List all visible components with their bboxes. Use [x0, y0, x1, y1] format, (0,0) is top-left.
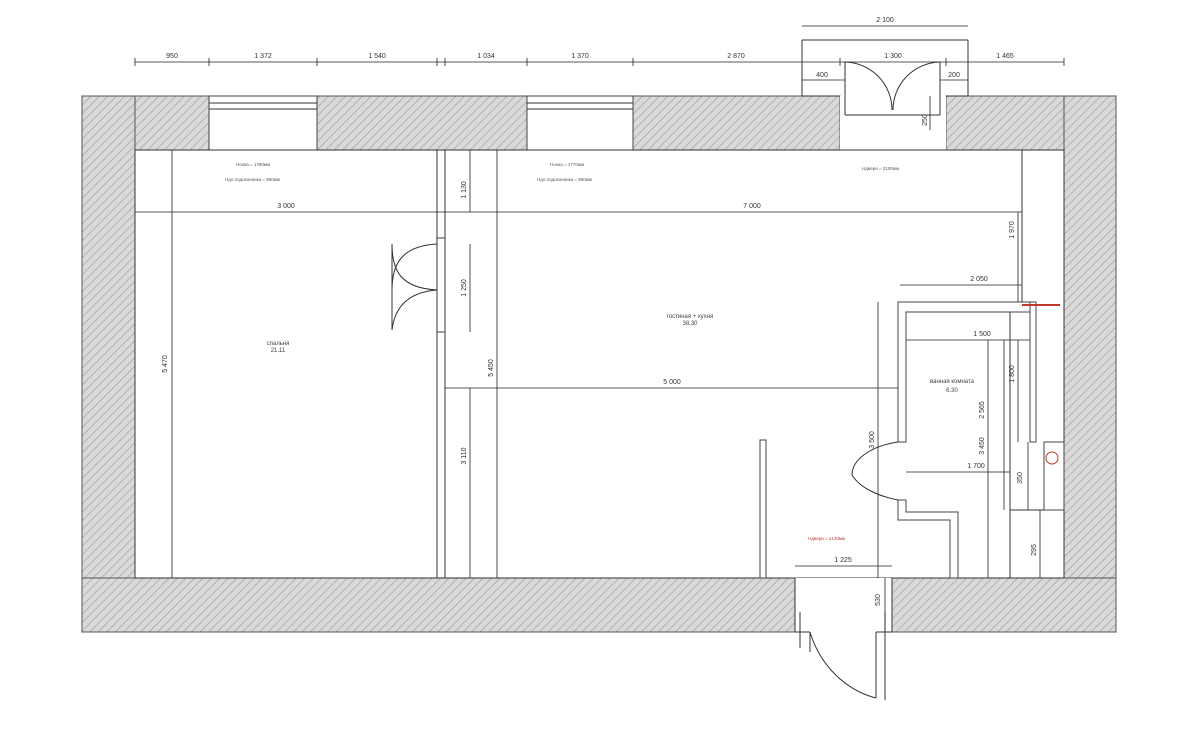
dim-living-height: 5 450	[488, 359, 495, 377]
dim-door-bottom: 250	[922, 114, 929, 126]
interior-dimension-labels: 3 000 7 000 5 000 2 050 1 500 1 700 1 22…	[162, 181, 1038, 606]
room-living-label: гостиная + кухня	[667, 314, 714, 320]
dim-living-width: 7 000	[743, 203, 761, 210]
height-mark-4: Hдвери = 2100мм	[862, 166, 899, 171]
height-marks: Hокна = 1780мм Hдо подоконника = 890мм H…	[225, 162, 899, 541]
dim-door-right: 200	[948, 72, 960, 79]
door-dimension-labels: 2 100 400 200 250	[816, 17, 960, 126]
dim-bath-v1: 1 800	[1009, 365, 1016, 383]
dim-seg-bottom: 3 110	[461, 447, 468, 464]
window-bedroom	[208, 95, 318, 151]
dim-bath-v2: 2 565	[979, 401, 986, 419]
dim-bath-lower: 1 700	[967, 463, 985, 470]
room-bedroom-area: 21.11	[271, 348, 286, 354]
dim-entrance-depth: 530	[875, 594, 882, 606]
interior-doors	[391, 243, 899, 501]
dim-bath-s2: 295	[1031, 544, 1038, 556]
dim-bedroom-width: 3 000	[277, 203, 295, 210]
height-mark-1a: Hокна = 1780мм	[236, 162, 270, 167]
dim-seg-mid: 1 250	[461, 279, 468, 297]
height-mark-2a: Hокна = 1770мм	[550, 162, 584, 167]
top-dimension-labels: 950 1 372 1 540 1 034 1 370 2 870 1 300 …	[166, 53, 1014, 60]
dim-bath-v3: 3 450	[979, 437, 986, 455]
dim-right-top: 1 970	[1009, 221, 1016, 239]
entrance-door	[794, 578, 893, 700]
height-mark-3: Hдвери = 2120мм	[808, 536, 845, 541]
dim-entrance-width: 1 225	[834, 557, 852, 564]
exterior-walls	[81, 95, 1117, 633]
dim-corridor-v: 3 500	[869, 431, 876, 449]
dim-door-overall: 2 100	[876, 17, 894, 24]
dim-top-5: 1 370	[571, 53, 589, 60]
dim-top-8: 1 465	[996, 53, 1014, 60]
dim-bath-inner: 1 500	[973, 331, 991, 338]
dim-top-7: 1 300	[884, 53, 902, 60]
dim-top-3: 1 540	[368, 53, 386, 60]
dim-door-left: 400	[816, 72, 828, 79]
dim-top-1: 950	[166, 53, 178, 60]
dim-top-2: 1 372	[254, 53, 272, 60]
dim-bedroom-height: 5 470	[162, 355, 169, 373]
room-bathroom-label: ванная комната	[930, 379, 975, 385]
dim-partition-mid: 5 000	[663, 379, 681, 386]
room-labels: спальня 21.11 гостиная + кухня 38.30 ван…	[267, 314, 975, 394]
height-mark-1b: Hдо подоконника = 890мм	[225, 177, 280, 182]
room-bathroom-area: 6.30	[946, 388, 958, 394]
dim-seg-top: 1 130	[461, 181, 468, 199]
dim-bath-s1: 350	[1017, 472, 1024, 484]
dim-top-6: 2 870	[727, 53, 745, 60]
room-living-area: 38.30	[682, 321, 698, 327]
height-mark-2b: Hдо подоконника = 890мм	[537, 177, 592, 182]
balcony-door	[801, 39, 969, 150]
interior-walls	[134, 149, 1065, 579]
dim-bath-top: 2 050	[970, 276, 988, 283]
dim-top-4: 1 034	[477, 53, 495, 60]
room-bedroom-label: спальня	[267, 341, 290, 347]
dimension-lines	[134, 25, 1065, 632]
window-living	[526, 95, 634, 151]
